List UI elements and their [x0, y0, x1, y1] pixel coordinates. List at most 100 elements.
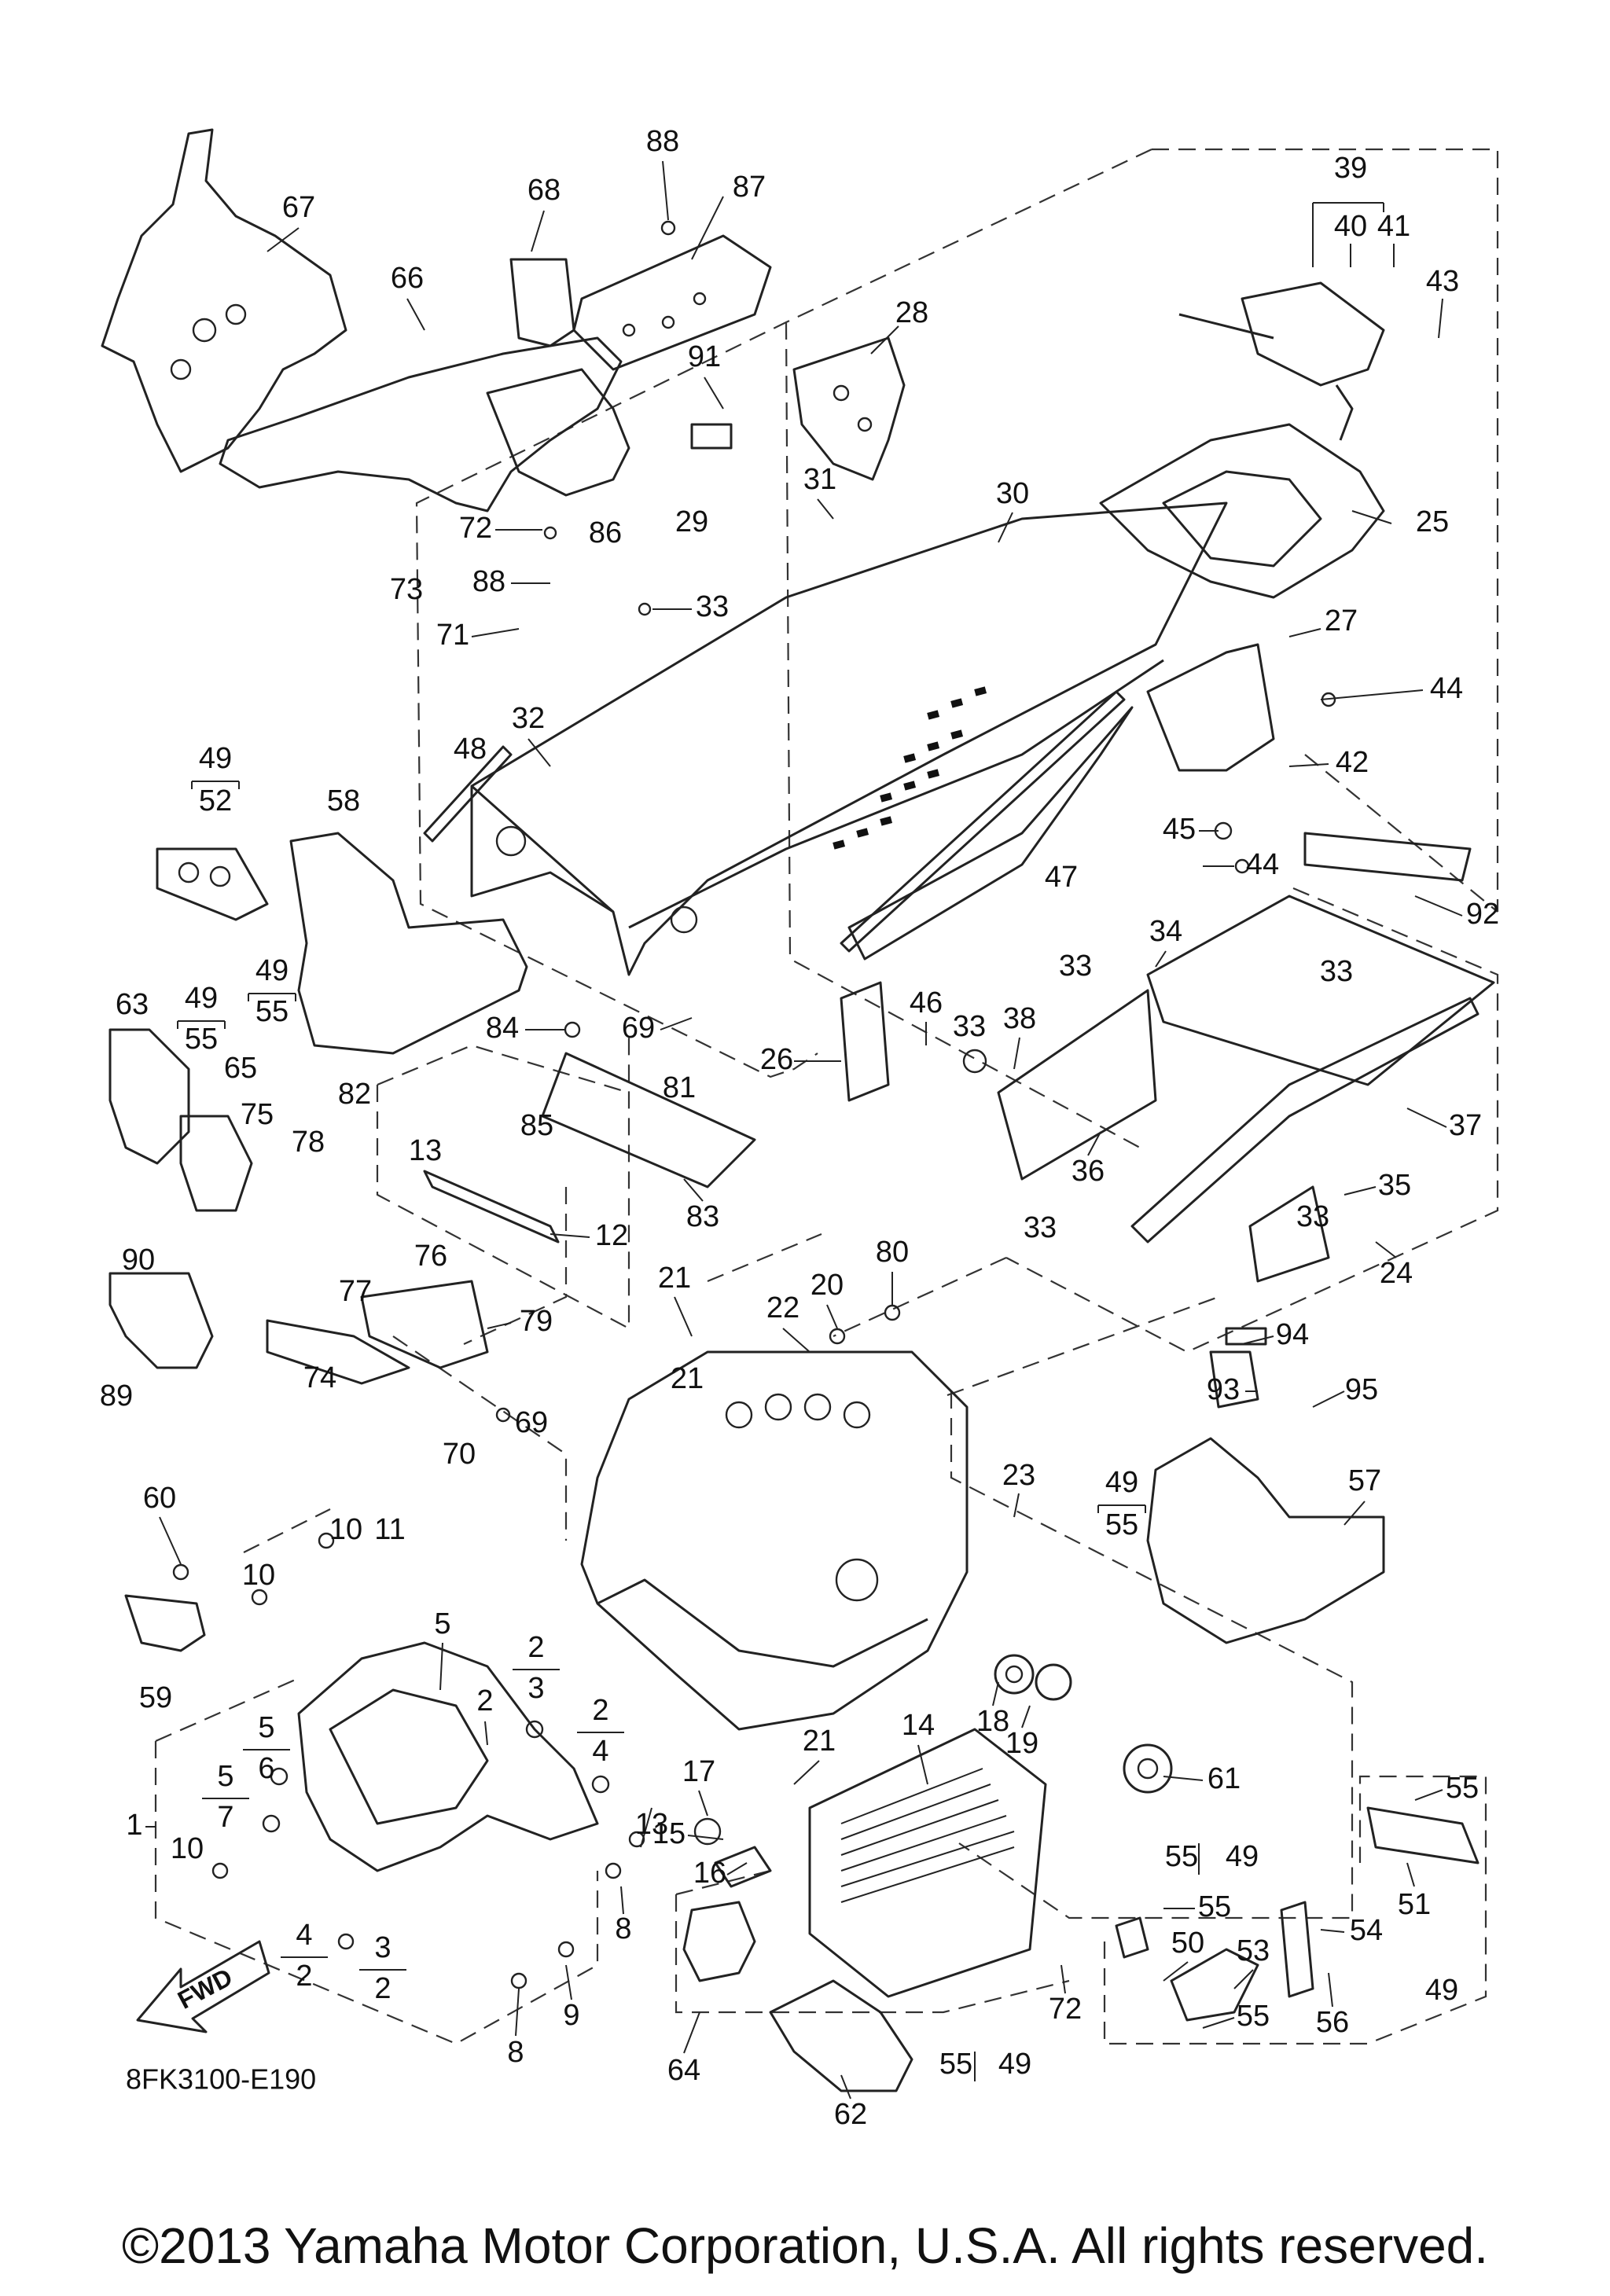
- callout-43: 43: [1426, 265, 1459, 298]
- callout-52: 52: [199, 784, 232, 817]
- callout-92: 92: [1466, 898, 1499, 931]
- callout-55: 55: [255, 995, 289, 1028]
- callout-33: 33: [1024, 1211, 1057, 1244]
- callout-84: 84: [486, 1012, 519, 1045]
- callout-67: 67: [282, 191, 315, 224]
- callout-72: 72: [459, 512, 492, 545]
- callout-48: 48: [454, 733, 487, 766]
- callout-95: 95: [1345, 1373, 1378, 1406]
- callout-49: 49: [1425, 1974, 1458, 2007]
- callout-44: 44: [1246, 848, 1279, 881]
- callout-5: 5: [434, 1607, 450, 1640]
- callout-54: 54: [1350, 1914, 1383, 1947]
- callout-16: 16: [693, 1857, 726, 1890]
- callout-90: 90: [122, 1244, 155, 1277]
- callout-65: 65: [224, 1052, 257, 1085]
- callout-55: 55: [939, 2048, 972, 2081]
- callout-49: 49: [185, 982, 218, 1015]
- callout-83: 83: [686, 1200, 719, 1233]
- callout-55: 55: [1165, 1840, 1198, 1873]
- callout-58: 58: [327, 784, 360, 817]
- callout-8: 8: [615, 1912, 631, 1945]
- callout-66: 66: [391, 262, 424, 295]
- callout-73: 73: [390, 573, 423, 606]
- callout-33: 33: [696, 590, 729, 623]
- callout-37: 37: [1449, 1109, 1482, 1142]
- callout-21: 21: [658, 1262, 691, 1295]
- callout-3: 3: [527, 1672, 544, 1705]
- callout-27: 27: [1325, 604, 1358, 637]
- callout-5: 5: [217, 1760, 233, 1793]
- callout-79: 79: [520, 1305, 553, 1338]
- callout-86: 86: [589, 516, 622, 549]
- callout-10: 10: [171, 1832, 204, 1865]
- drawing-code: 8FK3100-E190: [126, 2063, 316, 2096]
- assembly-boundaries: [154, 148, 1499, 2045]
- callout-81: 81: [663, 1071, 696, 1104]
- callout-70: 70: [443, 1438, 476, 1471]
- callout-4: 4: [592, 1735, 608, 1768]
- callout-2: 2: [374, 1972, 391, 2005]
- callout-20: 20: [811, 1269, 844, 1302]
- callout-29: 29: [675, 505, 708, 538]
- callout-28: 28: [895, 296, 928, 329]
- callout-78: 78: [292, 1126, 325, 1159]
- callout-2: 2: [592, 1694, 608, 1727]
- callout-21: 21: [803, 1725, 836, 1758]
- callout-94: 94: [1276, 1318, 1309, 1351]
- callout-62: 62: [834, 2098, 867, 2131]
- callout-22: 22: [766, 1291, 799, 1324]
- leader-lines: [145, 160, 1463, 2099]
- callout-45: 45: [1163, 813, 1196, 846]
- callout-40: 40: [1334, 210, 1367, 243]
- callout-72: 72: [1049, 1993, 1082, 2026]
- callout-8: 8: [507, 2036, 524, 2069]
- callout-13: 13: [409, 1134, 442, 1167]
- callout-49: 49: [255, 954, 289, 987]
- callout-10: 10: [242, 1559, 275, 1592]
- callout-41: 41: [1377, 210, 1410, 243]
- callout-91: 91: [688, 340, 721, 373]
- callout-55: 55: [185, 1023, 218, 1056]
- callout-49: 49: [1105, 1466, 1138, 1499]
- callout-10: 10: [329, 1513, 362, 1546]
- callout-51: 51: [1398, 1888, 1431, 1921]
- callout-89: 89: [100, 1379, 133, 1412]
- part-outlines: [101, 128, 1495, 2092]
- callout-44: 44: [1430, 672, 1463, 705]
- callout-93: 93: [1207, 1373, 1240, 1406]
- callout-71: 71: [436, 619, 469, 652]
- callout-2: 2: [476, 1684, 493, 1717]
- callout-74: 74: [303, 1361, 336, 1394]
- callout-82: 82: [338, 1078, 371, 1111]
- callout-4: 4: [296, 1919, 312, 1952]
- callout-2: 2: [527, 1631, 544, 1664]
- callout-63: 63: [116, 988, 149, 1021]
- copyright-notice: ©2013 Yamaha Motor Corporation, U.S.A. A…: [121, 2217, 1489, 2274]
- callout-18: 18: [976, 1705, 1009, 1738]
- callout-50: 50: [1171, 1927, 1204, 1960]
- callout-47: 47: [1045, 861, 1078, 894]
- callout-12: 12: [595, 1219, 628, 1252]
- callout-42: 42: [1336, 746, 1369, 779]
- callout-55: 55: [1105, 1508, 1138, 1541]
- callout-35: 35: [1378, 1169, 1411, 1202]
- callout-26: 26: [760, 1043, 793, 1076]
- callout-87: 87: [733, 171, 766, 204]
- callout-59: 59: [139, 1681, 172, 1714]
- callout-9: 9: [563, 1999, 579, 2032]
- callout-24: 24: [1380, 1257, 1413, 1290]
- callout-39: 39: [1334, 152, 1367, 185]
- callout-80: 80: [876, 1236, 909, 1269]
- callout-33: 33: [953, 1010, 986, 1043]
- callout-3: 3: [374, 1931, 391, 1964]
- callout-68: 68: [527, 174, 561, 207]
- callout-60: 60: [143, 1482, 176, 1515]
- callout-17: 17: [682, 1755, 715, 1788]
- callout-57: 57: [1348, 1464, 1381, 1497]
- callout-30: 30: [996, 477, 1029, 510]
- callout-34: 34: [1149, 915, 1182, 948]
- callout-77: 77: [339, 1275, 372, 1308]
